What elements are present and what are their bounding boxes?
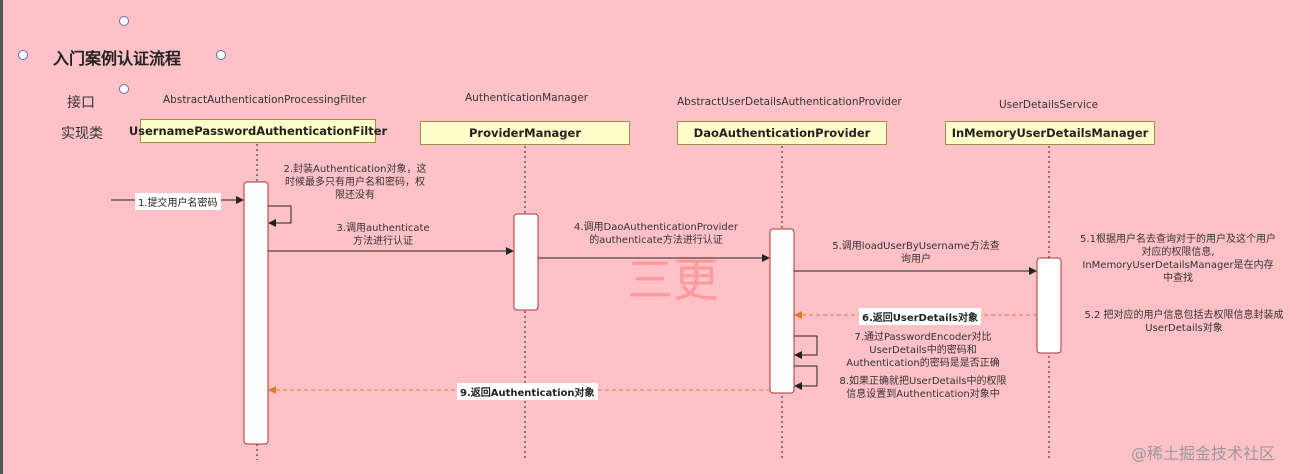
message-label-2: 2.封装Authentication对象，这 时候最多只有用户名和密码，权 限还… (275, 163, 435, 202)
handle-dot-left (18, 50, 28, 60)
handle-dot-top (119, 16, 129, 26)
message-label-1: 1.提交用户名密码 (135, 193, 221, 210)
activation-manager (513, 213, 539, 311)
arrow-m8 (794, 365, 818, 390)
activation-userdetails (1036, 257, 1062, 354)
message-label-5-line1: 5.调用loadUserByUsername方法查 (832, 241, 1000, 252)
message-label-5-1-line4: 中查找 (1163, 273, 1193, 284)
diagram-title: 入门案例认证流程 (53, 49, 182, 68)
row-label-interface: 接口 (67, 95, 95, 111)
message-label-5-2: 5.2 把对应的用户信息包括去权限信息封装成 UserDetails对象 (1069, 309, 1299, 335)
interface-label-provider: AbstractUserDetailsAuthenticationProvide… (677, 96, 902, 108)
message-label-5-2-line1: 5.2 把对应的用户信息包括去权限信息封装成 (1084, 310, 1284, 321)
activation-filter (243, 181, 269, 445)
message-label-8-line2: 信息设置到Authentication对象中 (846, 389, 1000, 400)
class-box-provider-manager: ProviderManager (420, 121, 630, 145)
message-label-2-line1: 2.封装Authentication对象，这 (283, 164, 427, 175)
message-label-3-line1: 3.调用authenticate (336, 223, 430, 234)
message-label-5-2-line2: UserDetails对象 (1145, 323, 1223, 334)
row-label-impl: 实现类 (61, 126, 103, 142)
handle-dot-low (119, 84, 129, 94)
message-label-2-line2: 时候最多只有用户名和密码，权 (285, 177, 425, 188)
message-label-3-line2: 方法进行认证 (353, 236, 413, 247)
message-label-6: 6.返回UserDetails对象 (859, 308, 981, 325)
arrow-m2 (268, 205, 292, 227)
class-box-userdetails-manager: InMemoryUserDetailsManager (945, 121, 1155, 145)
message-label-4-line2: 的authenticate方法进行认证 (589, 235, 723, 246)
interface-label-manager: AuthenticationManager (465, 92, 589, 104)
message-label-7-line3: Authentication的密码是是否正确 (846, 358, 1000, 369)
message-label-5-line2: 询用户 (901, 254, 931, 265)
interface-label-filter: AbstractAuthenticationProcessingFilter (163, 94, 367, 106)
message-label-5-1-line1: 5.1根据用户名去查询对于的用户及这个用户 (1080, 234, 1276, 245)
message-label-2-line3: 限还没有 (335, 190, 375, 201)
message-label-4-line1: 4.调用DaoAuthenticationProvider (573, 222, 739, 233)
activation-provider (769, 228, 795, 394)
message-label-7-line1: 7.通过PasswordEncoder对比 (854, 332, 992, 343)
message-label-8: 8.如果正确就把UserDetails中的权限 信息设置到Authenticat… (823, 375, 1023, 401)
site-watermark: @稀土掘金技术社区 (1131, 444, 1276, 463)
message-label-5-1-line2: 对应的权限信息, (1141, 247, 1215, 258)
handle-dot-right (216, 50, 226, 60)
message-label-3: 3.调用authenticate 方法进行认证 (323, 222, 443, 248)
message-label-4: 4.调用DaoAuthenticationProvider 的authentic… (561, 221, 751, 247)
class-box-dao-provider: DaoAuthenticationProvider (677, 121, 887, 145)
interface-label-userdetails: UserDetailsService (999, 99, 1099, 111)
message-label-9: 9.返回Authentication对象 (457, 383, 598, 400)
class-box-filter: UsernamePasswordAuthenticationFilter (129, 119, 387, 143)
sequence-diagram-lines (111, 144, 1062, 460)
arrow-m7 (794, 335, 818, 359)
message-label-5-1: 5.1根据用户名去查询对于的用户及这个用户 对应的权限信息, InMemoryU… (1063, 233, 1293, 285)
message-label-5-1-line3: InMemoryUserDetailsManager是在内存 (1082, 260, 1274, 271)
message-label-5: 5.调用loadUserByUsername方法查 询用户 (821, 240, 1011, 266)
overlay-logo: 三更 (627, 253, 719, 307)
message-label-7: 7.通过PasswordEncoder对比 UserDetails中的密码和 A… (823, 331, 1023, 370)
message-label-7-line2: UserDetails中的密码和 (869, 345, 977, 356)
message-label-8-line1: 8.如果正确就把UserDetails中的权限 (839, 376, 1007, 387)
